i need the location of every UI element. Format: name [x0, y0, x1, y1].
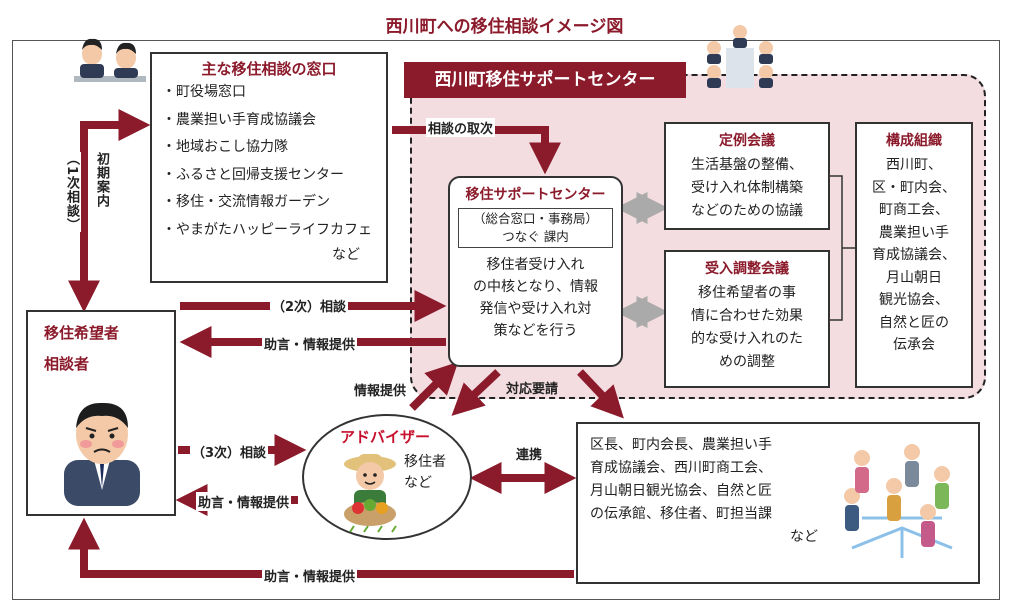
kosei-line: 育成協議会、	[872, 247, 956, 263]
kosei-line: 月山朝日	[886, 269, 942, 286]
response-label: 対応要請	[506, 382, 559, 397]
network-line: の伝承館、移住者、町担当課	[590, 506, 772, 522]
support-body-line: 発信や受け入れ対	[479, 301, 592, 317]
third-consult-label: （3次）相談	[190, 442, 269, 461]
madoguchi-item: ・地域おこし協力隊	[162, 139, 288, 155]
info-provide-arrow	[409, 361, 459, 411]
kosei-line: 伝承会	[893, 337, 935, 353]
network-box: 区長、町内会長、農業担い手 育成協議会、西川町商工会、 月山朝日観光協会、自然と…	[576, 422, 980, 584]
support-body-line: の中核となり、情報	[472, 279, 599, 295]
network-line: 月山朝日観光協会、自然と匠	[590, 483, 772, 499]
juyo-box: 受入調整会議 移住希望者の事 情に合わせた効果 的な受け入れのた めの調整	[664, 250, 830, 388]
advisor-line: 移住者	[404, 454, 446, 470]
juyo-line: 的な受け入れのた	[691, 331, 803, 347]
teirei-heading: 定例会議	[719, 133, 775, 149]
kosei-body: 西川町、 区・町内会、 町商工会、 農業担い手 育成協議会、 月山朝日 観光協会…	[857, 154, 971, 357]
support-body: 移住者受け入れ の中核となり、情報 発信や受け入れ対 策などを行う	[450, 254, 621, 342]
teirei-line: 生活基盤の整備、	[691, 157, 803, 173]
teirei-box: 定例会議 生活基盤の整備、 受け入れ体制構築 などのための協議	[664, 122, 830, 230]
madoguchi-box: 主な移住相談の窓口 ・町役場窓口 ・農業担い手育成協議会 ・地域おこし協力隊 ・…	[150, 52, 388, 283]
madoguchi-heading: 主な移住相談の窓口	[201, 60, 337, 78]
advisor-circle: アドバイザー 移住者 など	[302, 414, 472, 540]
juyo-heading: 受入調整会議	[705, 261, 789, 277]
support-body-line: 策などを行う	[493, 323, 578, 339]
madoguchi-tail: など	[332, 247, 360, 263]
response-arrow-network	[577, 369, 624, 419]
kosei-box: 構成組織 西川町、 区・町内会、 町商工会、 農業担い手 育成協議会、 月山朝日…	[855, 122, 973, 388]
support-heading: 移住サポートセンター	[465, 187, 606, 203]
renkei-label: 連携	[516, 448, 543, 463]
teirei-line: などのための協議	[691, 203, 803, 219]
network-line: 育成協議会、西川町商工会、	[590, 460, 772, 476]
network-tail: など	[790, 529, 818, 545]
initial-label: 初期案内	[92, 152, 111, 208]
kosei-heading: 構成組織	[886, 133, 942, 149]
teirei-line: 受け入れ体制構築	[691, 180, 803, 196]
kosei-line: 農業担い手	[879, 224, 949, 241]
support-sub1: （総合窓口・事務局）	[472, 211, 598, 226]
applicant-box: 移住希望者 相談者	[26, 310, 176, 516]
juyo-line: めの調整	[719, 354, 775, 370]
support-sub2: つなぐ 課内	[502, 229, 569, 244]
info-provide-label: 情報提供	[352, 380, 409, 399]
advisor-text: 移住者 など	[404, 452, 446, 494]
madoguchi-item: ・農業担い手育成協議会	[162, 111, 316, 128]
initial-arrow-up	[80, 109, 151, 240]
consultation-desk-icon	[74, 38, 146, 82]
community-people-icon	[844, 444, 953, 558]
kosei-line: 区・町内会、	[872, 179, 956, 196]
madoguchi-item: ・ふるさと回帰支援センター	[162, 166, 344, 183]
advisor-heading: アドバイザー	[340, 428, 431, 446]
page-title: 西川町への移住相談イメージ図	[385, 17, 624, 37]
support-body-line: 移住者受け入れ	[486, 257, 585, 273]
madoguchi-item: ・町役場窓口	[162, 84, 246, 100]
response-arrow-advisor	[451, 369, 501, 416]
juyo-line: 移住希望者の事	[698, 285, 796, 301]
second-consult-label: （2次）相談	[270, 296, 349, 315]
support-center-banner: 西川町移住サポートセンター	[404, 62, 686, 98]
advice1-label: 助言・情報提供	[262, 334, 358, 353]
meeting-people-icon	[707, 25, 773, 88]
kosei-line: 西川町、	[886, 157, 942, 173]
support-center-box: 移住サポートセンター （総合窓口・事務局） つなぐ 課内 移住者受け入れ の中核…	[448, 176, 623, 367]
kosei-line: 観光協会、	[879, 292, 949, 308]
farmer-icon	[344, 454, 397, 533]
applicant-line1: 移住希望者	[44, 324, 120, 342]
transfer-label: 相談の取次	[426, 118, 496, 137]
kosei-line: 自然と匠の	[879, 314, 949, 331]
worried-man-icon	[64, 402, 140, 506]
support-subbox: （総合窓口・事務局） つなぐ 課内	[458, 208, 613, 248]
madoguchi-item: ・やまがたハッピーライフカフェ	[162, 221, 372, 238]
advice3-label: 助言・情報提供	[262, 566, 358, 585]
advice3-arrow	[68, 517, 574, 578]
kosei-line: 町商工会、	[879, 202, 949, 218]
madoguchi-item: ・移住・交流情報ガーデン	[162, 194, 330, 210]
network-body: 区長、町内会長、農業担い手 育成協議会、西川町商工会、 月山朝日観光協会、自然と…	[590, 434, 818, 549]
teirei-body: 生活基盤の整備、 受け入れ体制構築 などのための協議	[666, 154, 828, 223]
diagram-frame	[12, 40, 1000, 600]
applicant-line2: 相談者	[44, 355, 90, 373]
juyo-line: 情に合わせた効果	[691, 308, 803, 324]
juyo-body: 移住希望者の事 情に合わせた効果 的な受け入れのた めの調整	[666, 282, 828, 374]
network-line: 区長、町内会長、農業担い手	[590, 437, 772, 453]
initial-sub-label: （1次相談）	[62, 152, 81, 233]
advisor-line: など	[404, 475, 432, 491]
advice2-label: 助言・情報提供	[196, 492, 292, 511]
